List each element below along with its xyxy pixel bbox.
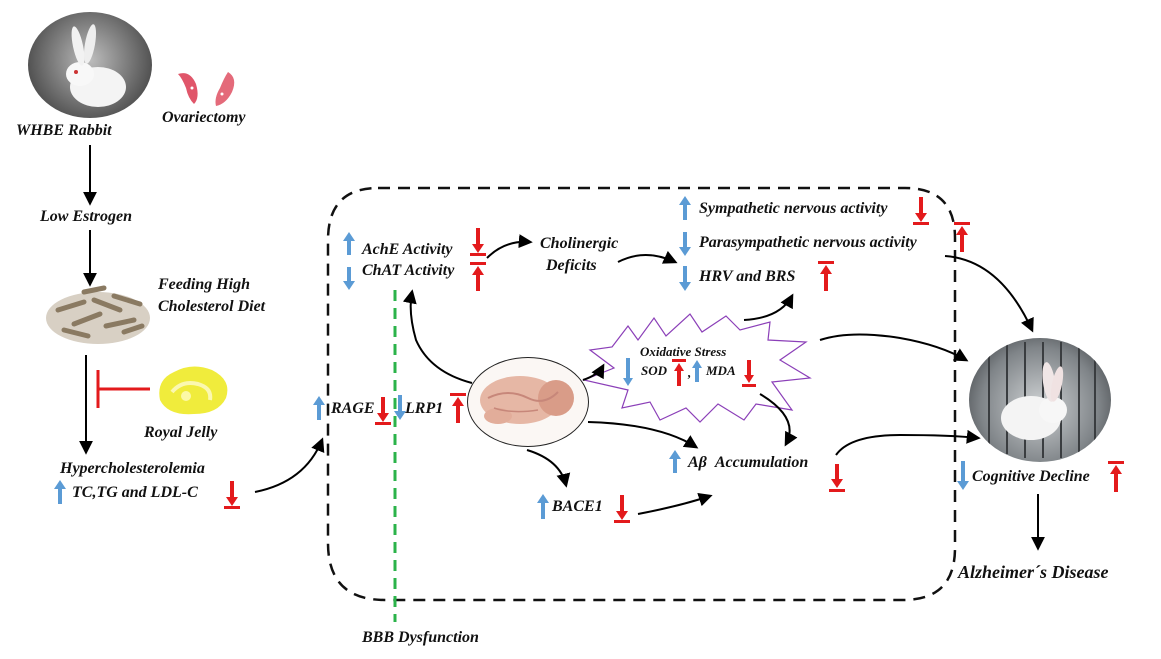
red-inhibit-up-icon	[956, 226, 968, 252]
red-inhibit-down-icon	[915, 197, 927, 222]
up-arrow-icon	[343, 232, 355, 255]
label-hrv-brs: HRV and BRS	[699, 268, 796, 285]
label-chat-activity: ChAT Activity	[362, 262, 455, 279]
red-inhibit-down-icon	[226, 481, 238, 506]
brain-to-bace1-arrow	[526, 449, 571, 488]
down-arrow-icon	[679, 232, 691, 256]
up-arrow-icon	[692, 360, 702, 382]
abeta-to-cognitive-arrow	[835, 429, 981, 456]
caged-rabbit-photo	[969, 338, 1111, 462]
royal-jelly-image	[152, 362, 234, 418]
ache-to-cholinergic-arrow	[486, 234, 533, 259]
down-arrow-icon	[679, 266, 691, 291]
label-separator: ,	[688, 365, 692, 380]
cholesterol-pellets-image	[44, 280, 152, 346]
label-bace1: BACE1	[552, 498, 603, 515]
cage-bars-icon	[988, 342, 1096, 458]
ovary-tissue-image	[172, 68, 242, 110]
brain-to-abeta-arrow	[587, 421, 699, 449]
oxidative-to-abeta-arrow	[759, 393, 798, 447]
red-indicators	[224, 197, 1124, 523]
label-royal-jelly: Royal Jelly	[144, 424, 218, 441]
cholinergic-to-hrv-arrow	[617, 250, 678, 264]
label-lipids: TC,TG and LDL-C	[72, 484, 198, 501]
rabbit-photo	[28, 12, 152, 118]
label-feeding-line1: Feeding High	[158, 276, 251, 293]
red-inhibit-up-icon	[452, 397, 464, 423]
label-deficits: Deficits	[546, 257, 597, 274]
white-rabbit-icon	[66, 24, 126, 107]
label-parasympathetic: Parasympathetic nervous activity	[699, 234, 917, 251]
label-sympathetic: Sympathetic nervous activity	[699, 200, 888, 217]
hyper-to-rage-arrow	[254, 437, 325, 493]
royal-jelly-inhibit-icon	[96, 370, 150, 408]
label-bbb-dysfunction: BBB Dysfunction	[362, 629, 479, 646]
red-inhibit-down-icon	[472, 228, 484, 253]
oxidative-to-cognitive-arrow	[819, 333, 969, 362]
red-inhibit-down-icon	[616, 495, 628, 520]
red-inhibit-up-icon	[1110, 465, 1122, 492]
brain-region-dashed-border	[326, 186, 957, 602]
label-rage: RAGE	[331, 400, 375, 417]
brain-image	[467, 357, 589, 447]
label-hypercholesterolemia: Hypercholesterolemia	[60, 460, 205, 477]
label-mda: MDA	[706, 363, 736, 378]
label-oxidative-stress: Oxidative Stress	[640, 344, 727, 359]
label-cholinergic: Cholinergic	[540, 235, 619, 252]
label-sod: SOD	[641, 363, 668, 378]
up-arrow-icon	[537, 494, 549, 519]
red-inhibit-up-icon	[472, 266, 484, 291]
blue-down-arrows	[343, 232, 969, 490]
red-inhibit-up-icon	[820, 265, 832, 291]
brain-to-ache-arrow	[402, 289, 473, 384]
label-feeding-line2: Cholesterol Diet	[158, 298, 266, 315]
label-alzheimers-disease: Alzheimer´s Disease	[958, 562, 1109, 582]
up-arrow-icon	[54, 480, 66, 504]
down-arrow-icon	[343, 267, 355, 290]
autonomic-to-cognitive-arrow	[944, 255, 1034, 333]
up-arrow-icon	[679, 196, 691, 220]
blue-up-arrows	[54, 196, 702, 519]
down-arrow-icon	[623, 358, 633, 386]
label-low-estrogen: Low Estrogen	[40, 208, 133, 225]
label-ovariectomy: Ovariectomy	[162, 109, 246, 126]
label-ache-activity: AchE Activity	[362, 241, 453, 258]
brain-to-oxidative-arrow	[582, 363, 605, 381]
up-arrow-icon	[313, 396, 325, 420]
oxidative-to-hrv-arrow	[743, 293, 794, 321]
label-lrp1: LRP1	[405, 400, 444, 417]
down-arrow-icon	[394, 395, 406, 420]
red-inhibit-down-icon	[831, 464, 843, 488]
red-inhibit-down-icon	[744, 360, 754, 383]
red-inhibit-up-icon	[674, 363, 684, 386]
label-whbe-rabbit: WHBE Rabbit	[16, 122, 112, 139]
red-inhibit-down-icon	[377, 397, 389, 422]
up-arrow-icon	[669, 450, 681, 473]
label-abeta-accumulation: Aβ Accumulation	[688, 454, 809, 471]
bace1-to-abeta-arrow	[637, 492, 713, 515]
label-cognitive-decline: Cognitive Decline	[972, 468, 1090, 485]
down-arrow-icon	[957, 461, 969, 490]
